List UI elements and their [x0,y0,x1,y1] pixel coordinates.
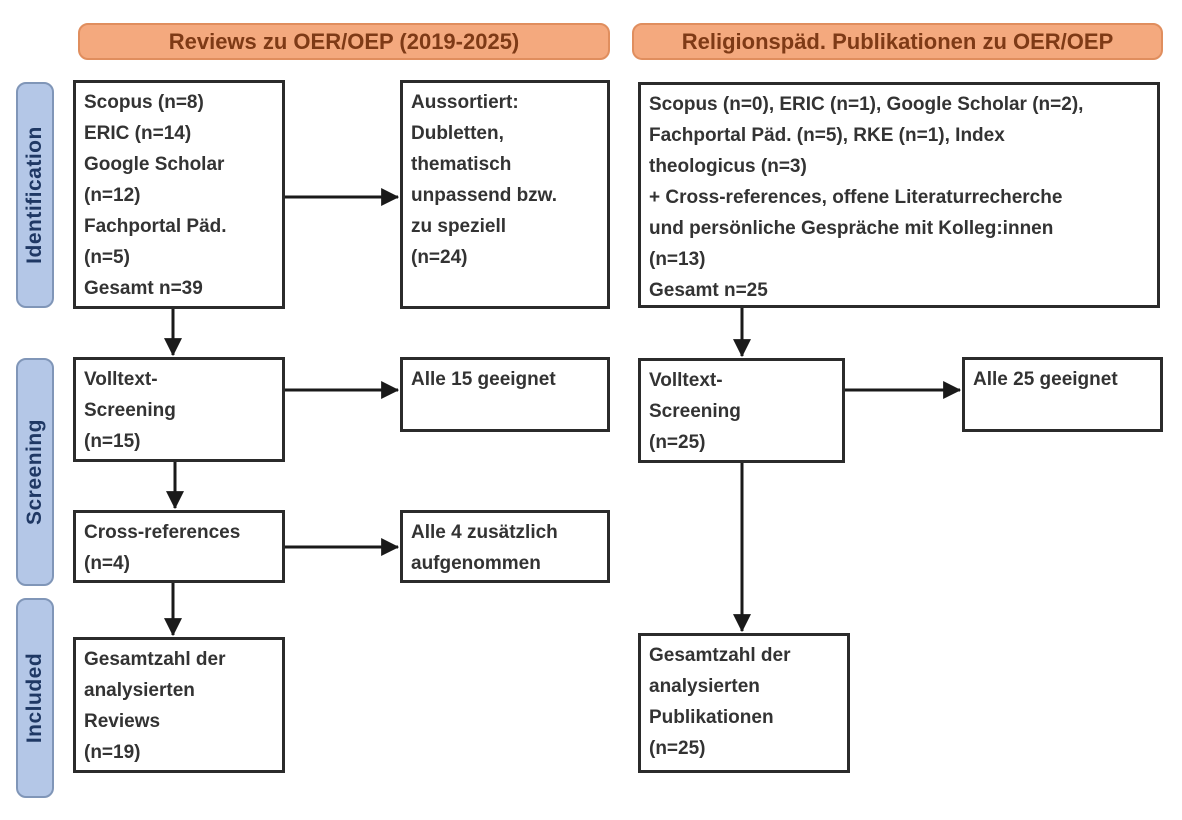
column-header-religionspaed: Religionspäd. Publikationen zu OER/OEP [632,23,1163,60]
box-right-included-total: Gesamtzahl der analysierten Publikatione… [638,633,850,773]
box-left-crossreferences-result: Alle 4 zusätzlich aufgenommen [400,510,610,583]
stage-label-identification-text: Identification [23,126,47,264]
box-right-identification-sources: Scopus (n=0), ERIC (n=1), Google Scholar… [638,82,1160,308]
box-left-identification-sources: Scopus (n=8) ERIC (n=14) Google Scholar … [73,80,285,309]
box-left-crossreferences: Cross-references (n=4) [73,510,285,583]
column-header-reviews: Reviews zu OER/OEP (2019-2025) [78,23,610,60]
box-right-fulltext-result: Alle 25 geeignet [962,357,1163,432]
box-right-fulltext-screening: Volltext- Screening (n=25) [638,358,845,463]
stage-label-identification: Identification [16,82,54,308]
box-left-fulltext-result: Alle 15 geeignet [400,357,610,432]
box-left-fulltext-screening: Volltext- Screening (n=15) [73,357,285,462]
stage-label-included-text: Included [23,652,46,744]
stage-label-included: Included [16,598,54,798]
box-left-excluded: Aussortiert: Dubletten, thematisch unpas… [400,80,610,309]
box-left-included-total: Gesamtzahl der analysierten Reviews (n=1… [73,637,285,773]
stage-label-screening-text: Screening [23,418,47,526]
stage-label-screening: Screening [16,358,54,586]
